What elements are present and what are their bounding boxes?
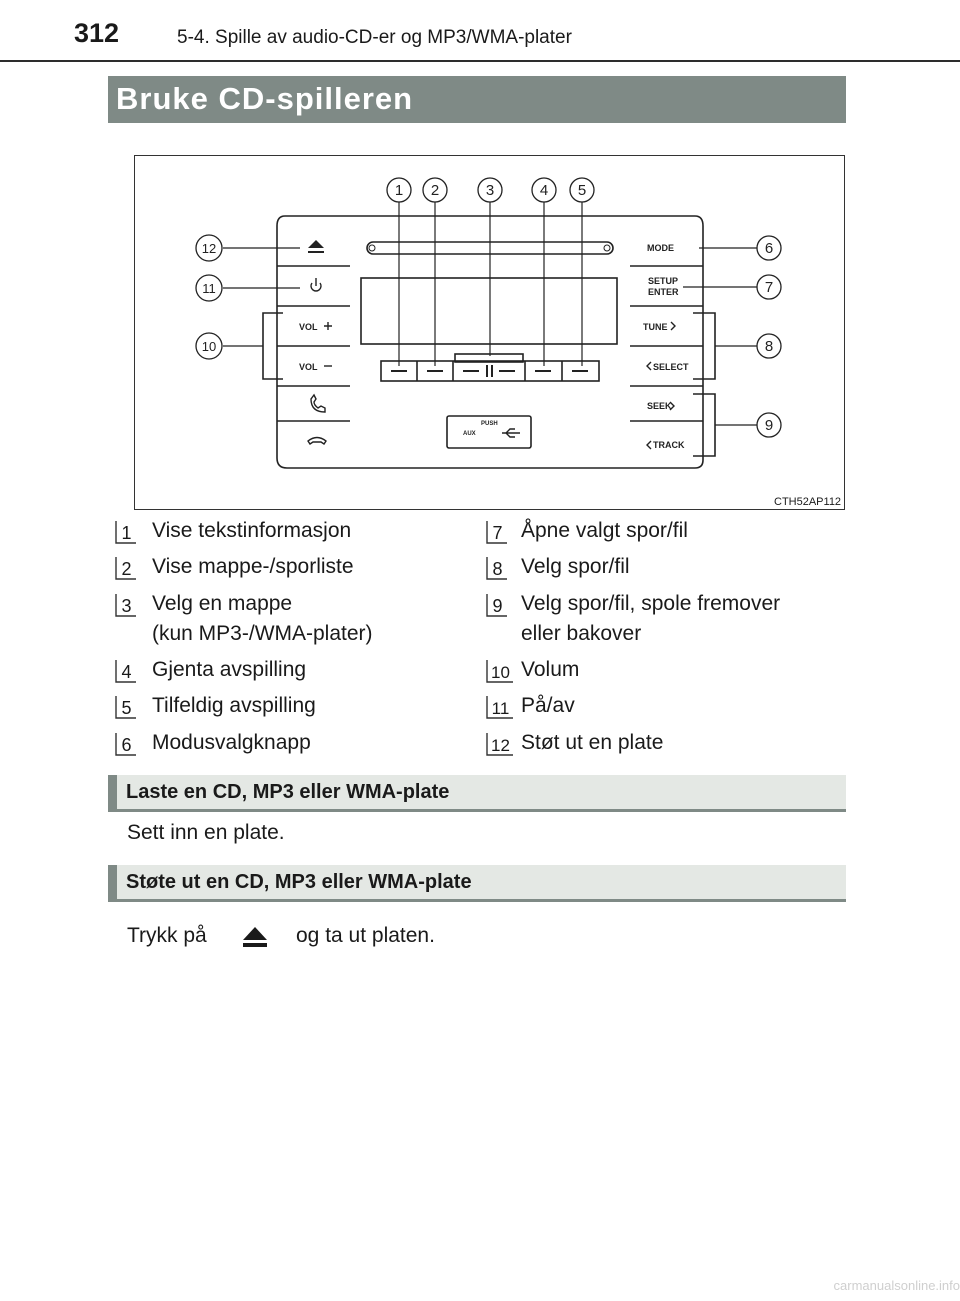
tune-button-label: TUNE [643, 322, 668, 332]
callout-1: 1 [395, 182, 403, 199]
legend-number-5: 5 [115, 695, 137, 719]
legend-text-9: Velg spor/fil, spole fremover [521, 592, 781, 615]
legend-number-10: 10 [486, 659, 513, 683]
legend-number-1: 1 [115, 520, 137, 544]
legend-number-9: 9 [486, 593, 508, 617]
eject-text-after: og ta ut platen. [296, 924, 435, 947]
eject-section-accent [108, 865, 117, 902]
load-section-title: Laste en CD, MP3 eller WMA-plate [126, 781, 450, 803]
panel-outline [276, 215, 704, 469]
legend-number-6: 6 [115, 732, 137, 756]
enter-button-label: ENTER [648, 287, 679, 297]
legend-text-12: Støt ut en plate [521, 731, 664, 754]
legend-text-2: Vise mappe-/sporliste [152, 555, 354, 578]
legend-text-5: Tilfeldig avspilling [152, 694, 316, 717]
callout-12: 12 [202, 241, 216, 256]
callout-10: 10 [202, 339, 216, 354]
track-button-label: TRACK [653, 440, 685, 450]
callout-4: 4 [540, 182, 548, 199]
display-screen [360, 277, 618, 345]
legend-number-2: 2 [115, 556, 137, 580]
track-arrow-icon [646, 440, 652, 450]
legend-text-9: eller bakover [521, 622, 642, 645]
power-button-icon [310, 278, 322, 292]
legend-number-11: 11 [486, 695, 513, 719]
load-section-text: Sett inn en plate. [127, 821, 285, 844]
legend-number-text: 3 [121, 596, 131, 616]
legend-text-1: Vise tekstinformasjon [152, 519, 352, 542]
callout-3: 3 [486, 182, 494, 199]
legend-number-text: 10 [491, 663, 510, 682]
callout-2: 2 [431, 182, 439, 199]
legend-text-3: Velg en mappe [152, 592, 293, 615]
eject-text-before: Trykk på [127, 924, 207, 947]
legend-number-text: 2 [121, 559, 131, 579]
aux-label: AUX [463, 431, 476, 437]
legend-number-text: 11 [492, 699, 510, 718]
callout-5: 5 [578, 182, 586, 199]
legend-text-10: Volum [521, 658, 580, 681]
load-section-accent [108, 775, 117, 812]
seek-arrow-icon [669, 401, 675, 411]
phone-button-icon [310, 393, 326, 413]
legend-number-text: 4 [121, 662, 131, 682]
legend-number-text: 7 [492, 523, 502, 543]
eject-section-bar [108, 865, 846, 902]
callout-9: 9 [765, 417, 773, 434]
callout-8: 8 [765, 338, 773, 355]
watermark: carmanualsonline.info [833, 1278, 960, 1293]
chapter-heading: 5-4. Spille av audio-CD-er og MP3/WMA-pl… [177, 27, 572, 48]
legend-number-7: 7 [486, 520, 508, 544]
legend-number-text: 5 [121, 698, 131, 718]
legend-text-4: Gjenta avspilling [152, 658, 307, 681]
seek-button-label: SEEK [647, 401, 672, 411]
mode-button-label: MODE [647, 243, 674, 253]
callout-7: 7 [765, 279, 773, 296]
audio-unit-figure: MODE SETUP ENTER TUNE SELECT SEEK TRACK … [134, 155, 845, 510]
legend-text-8: Velg spor/fil [521, 555, 630, 578]
legend-number-text: 9 [492, 596, 502, 616]
callout-11: 11 [202, 281, 216, 296]
audio-unit-diagram: MODE SETUP ENTER TUNE SELECT SEEK TRACK … [195, 177, 782, 469]
usb-icon [502, 428, 520, 438]
section-title-bar [108, 76, 846, 123]
legend-text-3: (kun MP3-/WMA-plater) [152, 622, 373, 645]
load-section-bar [108, 775, 846, 812]
aux-usb-port-box [446, 415, 532, 449]
figure-code: CTH52AP112 [774, 496, 842, 508]
page-number: 312 [74, 18, 120, 48]
legend-number-text: 12 [491, 736, 510, 755]
legend-number-8: 8 [486, 556, 508, 580]
callout-6: 6 [765, 240, 773, 257]
legend-text-11: På/av [521, 694, 575, 717]
select-arrow-icon [646, 361, 652, 371]
vol-up-button-label: VOL [299, 322, 318, 332]
eject-section-title: Støte ut en CD, MP3 eller WMA-plate [126, 871, 472, 893]
legend-number-4: 4 [115, 659, 137, 683]
legend-number-3: 3 [115, 593, 137, 617]
header-rule [0, 60, 960, 62]
push-label: PUSH [481, 421, 498, 427]
legend-number-12: 12 [486, 732, 513, 756]
vol-plus-icon [324, 322, 332, 330]
setup-button-label: SETUP [648, 276, 678, 286]
legend-number-text: 6 [121, 735, 131, 755]
hang-up-button-icon [307, 436, 327, 445]
legend-text-7: Åpne valgt spor/fil [521, 519, 688, 542]
legend-number-text: 8 [492, 559, 502, 579]
tune-arrow-icon [670, 321, 676, 331]
preset-button-strip [380, 360, 600, 382]
select-button-label: SELECT [653, 362, 689, 372]
eject-button-icon [308, 240, 324, 253]
section-title: Bruke CD-spilleren [116, 81, 414, 116]
eject-icon [242, 925, 268, 949]
vol-down-button-label: VOL [299, 362, 318, 372]
legend-text-6: Modusvalgknapp [152, 731, 311, 754]
legend-number-text: 1 [121, 523, 131, 543]
